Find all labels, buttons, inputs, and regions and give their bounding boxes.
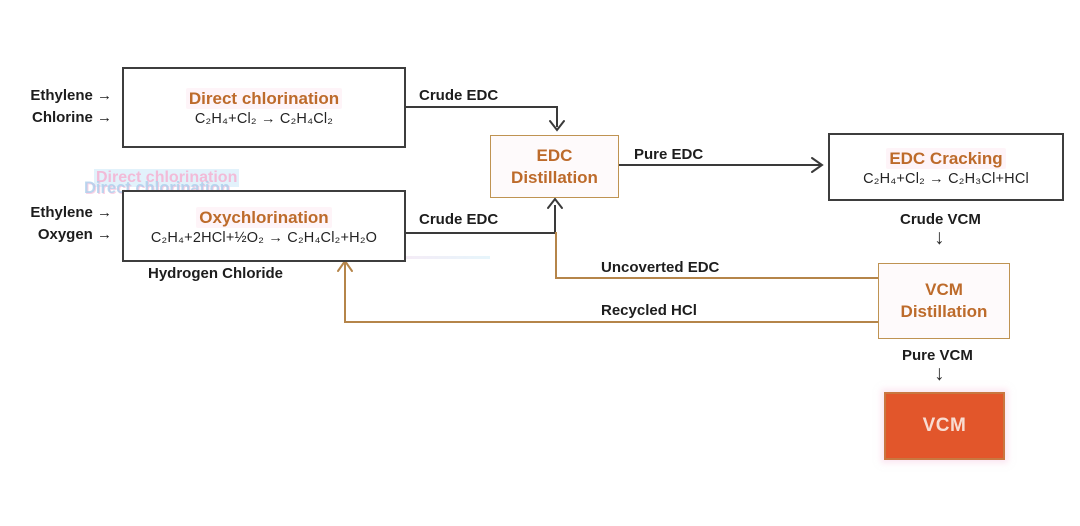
label-pure-edc: Pure EDC (634, 146, 704, 163)
box-vcm-distillation-title-line1: VCM (925, 280, 963, 299)
box-oxychlorination-title: Oxychlorination (196, 206, 332, 228)
label-recycled-hcl: Recycled HCl (601, 302, 697, 319)
connector-crude-edc-top (401, 106, 565, 132)
box-edc-distillation: EDC Distillation (490, 135, 619, 198)
label-pure-vcm: Pure VCM (902, 347, 973, 364)
box-vcm-distillation-title-line2: Distillation (900, 302, 988, 321)
box-direct-chlorination-formula: C₂H₄+Cl₂ → C₂H₄Cl₂ (194, 111, 334, 127)
box-oxychlorination: Oxychlorination C₂H₄+2HCl+½O₂ → C₂H₄Cl₂+… (122, 190, 406, 262)
box-edc-distillation-title-line2: Distillation (511, 167, 598, 187)
input-chlorine: Chlorine → (31, 108, 112, 126)
input-ethylene-top: Ethylene → (30, 87, 112, 104)
box-edc-distillation-title-line1: EDC (536, 145, 573, 165)
input-ethylene-bottom: Ethylene → (30, 204, 112, 221)
box-vcm-distillation: VCM Distillation (878, 263, 1010, 339)
box-oxychlorination-formula: C₂H₄+2HCl+½O₂ → C₂H₄Cl₂+H₂O (150, 229, 378, 246)
label-crude-edc-mid: Crude EDC (419, 211, 499, 228)
crude-vcm-down-arrow-icon: ↓ (934, 226, 945, 249)
connector-crude-edc-mid (401, 197, 563, 234)
pure-vcm-down-arrow-icon: ↓ (934, 362, 945, 385)
label-crude-edc-top: Crude EDC (419, 87, 499, 104)
box-direct-chlorination-title: Direct chlorination (185, 88, 343, 109)
inputs-direct-chlorination: Ethylene → Chlorine → (0, 85, 112, 128)
box-direct-chlorination: Direct chlorination C₂H₄+Cl₂ → C₂H₄Cl₂ (122, 67, 406, 148)
connector-uncoverted-edc (555, 232, 879, 279)
box-vcm-product-title: VCM (922, 415, 967, 436)
label-hydrogen-chloride: Hydrogen Chloride (148, 265, 284, 282)
connector-pure-edc (617, 157, 824, 173)
box-edc-cracking: EDC Cracking C₂H₄+Cl₂ → C₂H₃Cl+HCl (828, 133, 1064, 201)
box-edc-cracking-title: EDC Cracking (886, 147, 1006, 169)
input-oxygen: Oxygen → (37, 225, 112, 243)
inputs-oxychlorination: Ethylene → Oxygen → (0, 202, 112, 245)
label-crude-vcm: Crude VCM (900, 211, 981, 228)
ghost-highlight-line (360, 256, 490, 259)
label-uncoverted-edc: Uncoverted EDC (601, 259, 720, 276)
box-edc-cracking-formula: C₂H₄+Cl₂ → C₂H₃Cl+HCl (863, 170, 1029, 187)
ghost-text-direct-chlorination-pink: Direct chlorination (94, 169, 240, 187)
box-vcm-product: VCM (884, 392, 1005, 460)
